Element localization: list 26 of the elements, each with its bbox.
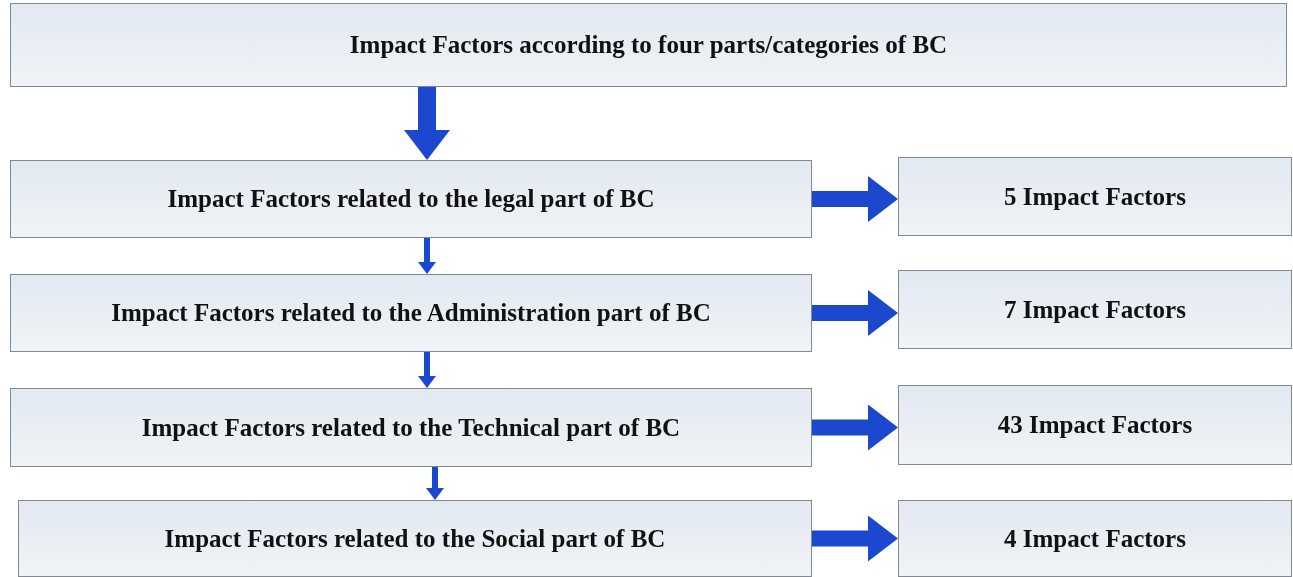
arrow xyxy=(418,238,436,274)
arrow xyxy=(812,515,898,562)
process-box xyxy=(898,500,1292,577)
box-label: 43 Impact Factors xyxy=(997,411,1193,439)
arrow xyxy=(426,467,444,500)
process-box xyxy=(10,274,812,352)
arrow xyxy=(812,176,898,222)
arrow xyxy=(812,290,898,336)
box-label: Impact Factors related to the Social part of BC xyxy=(164,524,666,553)
box-label: Impact Factors according to four parts/categories of BC xyxy=(349,31,948,59)
arrow xyxy=(418,352,436,388)
box-label: 4 Impact Factors xyxy=(1004,524,1186,553)
process-box xyxy=(10,160,812,238)
box-label: 5 Impact Factors xyxy=(1004,182,1186,211)
process-box xyxy=(10,3,1287,87)
box-label: Impact Factors related to the Administration part of BC xyxy=(111,299,711,327)
arrow xyxy=(404,87,450,160)
process-box xyxy=(10,388,812,467)
process-box xyxy=(898,270,1292,349)
process-box xyxy=(898,157,1292,236)
process-box xyxy=(18,500,812,577)
process-box xyxy=(898,385,1292,465)
box-label: 7 Impact Factors xyxy=(1004,295,1186,324)
arrow xyxy=(812,404,898,451)
box-label: Impact Factors related to the legal part of BC xyxy=(167,185,655,213)
box-label: Impact Factors related to the Technical part of BC xyxy=(141,413,681,442)
